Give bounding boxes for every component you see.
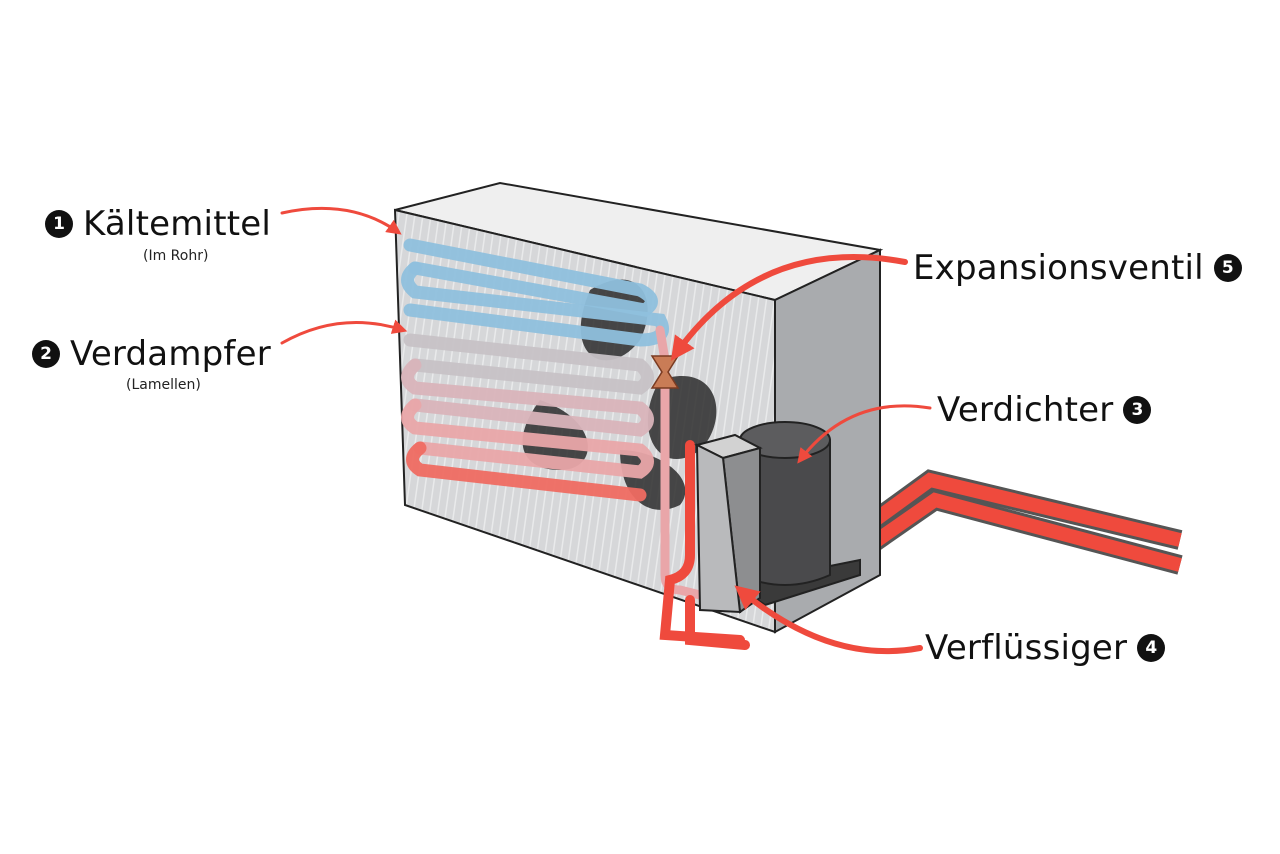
label-subtitle: (Lamellen) — [126, 377, 201, 393]
label-title: Verdampfer — [70, 334, 271, 374]
number-badge: 2 — [32, 340, 60, 368]
callout-arrows — [280, 206, 932, 655]
label-title: Kältemittel — [83, 204, 272, 244]
arrow-verfluessiger — [734, 585, 923, 655]
evaporator-coil — [401, 238, 750, 650]
label-verfluessiger: Verflüssiger 4 — [925, 628, 1166, 668]
compressor — [732, 421, 861, 607]
number-badge: 3 — [1123, 396, 1152, 424]
label-verdampfer: 2 Verdampfer — [32, 334, 271, 374]
condenser — [694, 433, 763, 614]
number-badge: 1 — [45, 210, 73, 238]
number-badge: 4 — [1137, 634, 1166, 662]
arrow-expansionsventil — [670, 254, 908, 361]
arrow-verdampfer — [280, 319, 408, 345]
label-title: Verdichter — [937, 390, 1114, 430]
label-verdichter: Verdichter 3 — [937, 390, 1152, 430]
label-title: Expansionsventil — [913, 248, 1204, 288]
arrow-verdichter — [797, 404, 932, 464]
arrow-kaeltemittel — [280, 206, 402, 235]
number-badge: 5 — [1213, 254, 1242, 282]
label-kaeltemittel: 1 Kältemittel — [45, 204, 271, 244]
label-expansionsventil: Expansionsventil 5 — [913, 248, 1242, 288]
label-subtitle: (Im Rohr) — [143, 248, 209, 264]
label-title: Verflüssiger — [925, 628, 1128, 668]
